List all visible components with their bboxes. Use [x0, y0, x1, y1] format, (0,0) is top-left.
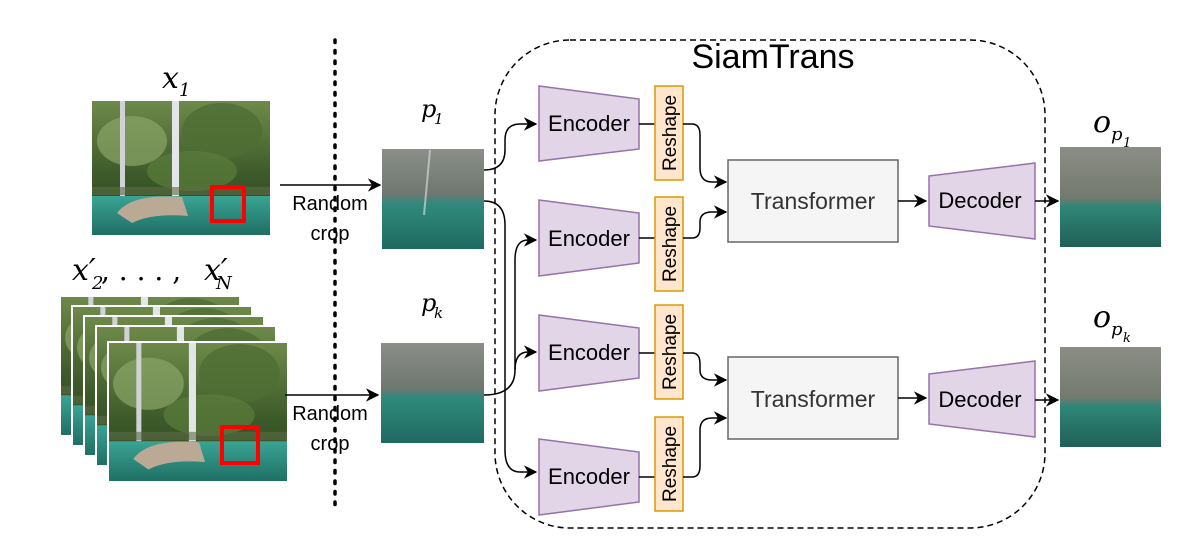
transformer-2: Transformer	[727, 356, 899, 440]
x1-label: x	[162, 61, 179, 96]
pk-label: p	[421, 289, 436, 317]
encoder-to-reshape-lines	[639, 123, 655, 478]
svg-text:o: o	[1093, 105, 1111, 140]
pk-subscript: k	[434, 304, 443, 322]
siamtrans-title: SiamTrans	[691, 38, 854, 76]
reshape-3: Reshape	[654, 304, 684, 400]
p1-label: p	[421, 95, 436, 123]
random-crop-label-top-1: Random	[292, 193, 368, 215]
output-label-2: o p k	[1093, 300, 1131, 346]
reshape-4: Reshape	[654, 416, 684, 512]
random-crop-label-top-2: crop	[311, 223, 350, 245]
svg-text:Decoder: Decoder	[938, 188, 1021, 213]
reshape-2: Reshape	[654, 196, 684, 292]
svg-text:N: N	[215, 273, 233, 294]
random-crop-label-bottom-2: crop	[311, 433, 350, 455]
svg-text:Encoder: Encoder	[548, 464, 630, 489]
svg-text:Encoder: Encoder	[548, 226, 630, 251]
p1-subscript: 1	[434, 110, 444, 128]
crop-box-top	[210, 185, 246, 223]
svg-text:Transformer: Transformer	[751, 188, 876, 214]
output-patch-2	[1060, 347, 1161, 447]
encoder-3: Encoder	[538, 314, 640, 392]
svg-text:Reshape: Reshape	[660, 314, 681, 390]
svg-text:1: 1	[1123, 136, 1131, 151]
encoder-1: Encoder	[538, 85, 640, 162]
transformer-1: Transformer	[727, 159, 899, 243]
input-image-stack	[59, 295, 289, 483]
svg-text:Decoder: Decoder	[938, 387, 1021, 412]
output-patch-1	[1060, 147, 1161, 247]
crop-box-bottom	[220, 425, 260, 465]
input-image-x1	[92, 101, 270, 235]
encoder-2: Encoder	[538, 199, 640, 277]
svg-text:Reshape: Reshape	[660, 206, 681, 282]
xprime-sequence-label: x′ 2 , . . . , x′ N	[72, 253, 233, 294]
svg-text:Reshape: Reshape	[660, 426, 681, 502]
patch-pk	[381, 343, 484, 443]
patch-p1	[382, 149, 484, 249]
patch-to-encoder-connectors	[483, 117, 538, 479]
svg-text:Encoder: Encoder	[548, 111, 630, 136]
reshape-1: Reshape	[654, 85, 684, 181]
svg-text:k: k	[1123, 331, 1131, 346]
svg-text:2: 2	[91, 273, 103, 294]
encoder-4: Encoder	[538, 438, 640, 516]
svg-text:, . . . ,: , . . . ,	[101, 254, 181, 287]
svg-text:Encoder: Encoder	[548, 340, 630, 365]
svg-text:x′: x′	[204, 253, 228, 288]
output-label-1: o p 1	[1093, 105, 1131, 151]
svg-text:p: p	[1111, 319, 1123, 340]
svg-text:Reshape: Reshape	[660, 95, 681, 171]
svg-text:p: p	[1111, 124, 1123, 145]
x1-subscript: 1	[179, 80, 190, 101]
svg-text:Transformer: Transformer	[751, 386, 876, 412]
reshape-to-transformer-connectors	[683, 123, 728, 478]
svg-text:o: o	[1093, 300, 1111, 335]
random-crop-label-bottom-1: Random	[292, 403, 368, 425]
siamtrans-container	[494, 39, 1046, 529]
decoder-2: Decoder	[928, 360, 1036, 438]
decoder-1: Decoder	[928, 162, 1036, 240]
svg-text:x′: x′	[72, 253, 96, 288]
